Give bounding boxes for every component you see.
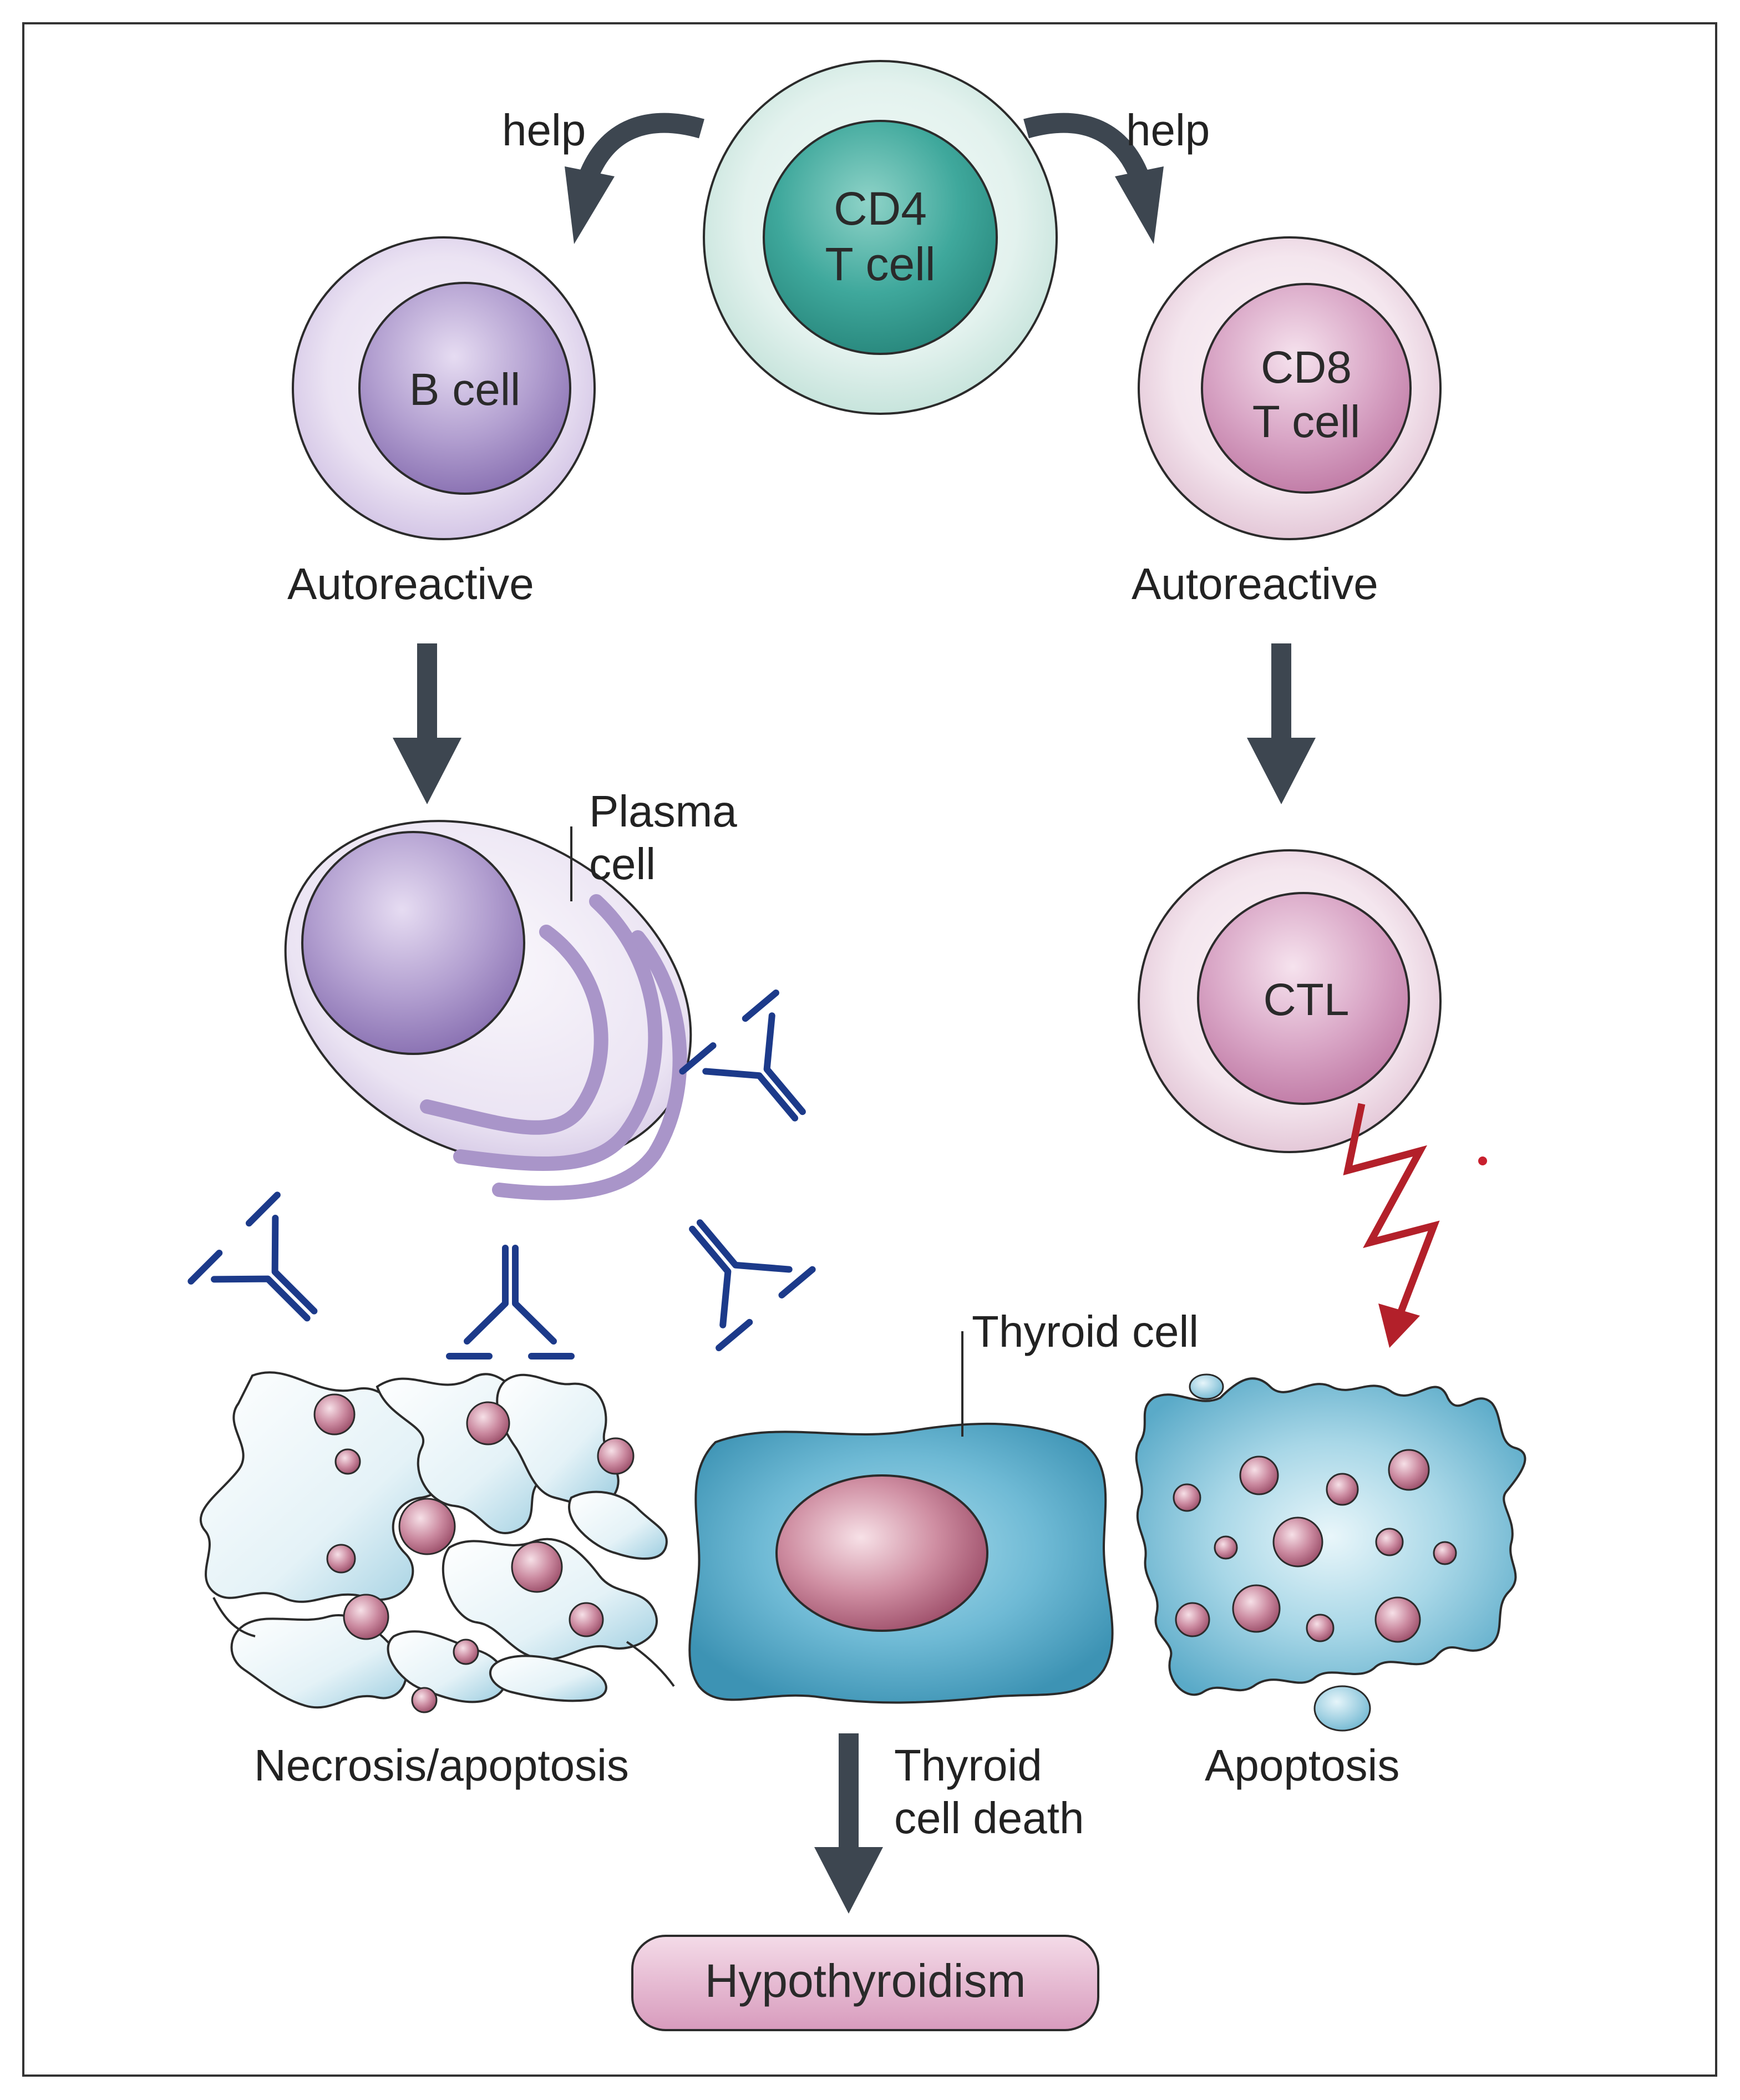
plasma-label-line1: Plasma: [589, 787, 737, 836]
autoreactive-right-label: Autoreactive: [1132, 559, 1378, 608]
antibody-1: [679, 989, 806, 1122]
b-cell-nucleus: [358, 282, 571, 495]
cd4-t-cell: CD4 T cell: [703, 60, 1058, 415]
arrow-to-hypothyroidism: [814, 1733, 883, 1914]
apoptotic-fragments: [1173, 1449, 1457, 1643]
help-arrow-left: [565, 113, 704, 244]
hypothyroidism-label: Hypothyroidism: [705, 1955, 1026, 2007]
apoptotic-cell: [1135, 1373, 1526, 1732]
antibody-3: [446, 1245, 575, 1360]
apoptotic-bleb-bottom: [1313, 1685, 1371, 1732]
antibody-2: [187, 1191, 318, 1322]
ctl-nucleus: [1197, 892, 1410, 1105]
help-label-left: help: [502, 105, 586, 155]
necrosis-label: Necrosis/apoptosis: [254, 1741, 629, 1790]
arrow-bcell-to-plasma: [393, 643, 461, 804]
cd8-label-line1: CD8: [1261, 342, 1352, 393]
plasma-cell: [284, 820, 692, 1200]
ctl-cell: CTL: [1138, 849, 1442, 1153]
thyroid-cell-nucleus: [775, 1474, 988, 1632]
antibody-4: [689, 1219, 816, 1352]
help-arrow-right: [1023, 113, 1164, 244]
death-label-line1: Thyroid: [894, 1741, 1042, 1790]
necrotic-cell-debris: [200, 1371, 675, 1713]
autoreactive-left-label: Autoreactive: [287, 559, 534, 608]
thyroid-cell: [688, 1331, 1114, 1704]
apoptosis-label: Apoptosis: [1205, 1741, 1399, 1790]
antibodies: [187, 989, 816, 1360]
necrotic-debris-dots: [313, 1393, 635, 1713]
death-label-line2: cell death: [894, 1793, 1084, 1843]
cd4-nucleus: [763, 120, 998, 355]
plasma-cell-nucleus: [301, 831, 525, 1055]
help-label-right: help: [1126, 105, 1210, 155]
ctl-label: CTL: [1264, 975, 1350, 1025]
apoptotic-bleb-top: [1189, 1373, 1224, 1400]
red-dot: [1478, 1156, 1487, 1165]
b-cell-label: B cell: [409, 364, 521, 415]
plasma-label-line2: cell: [589, 839, 656, 889]
hypothyroidism-box: [631, 1935, 1099, 2031]
cd4-label-line2: T cell: [825, 238, 935, 290]
cd8-t-cell: CD8 T cell: [1138, 236, 1442, 540]
apoptotic-cell-body: [1135, 1377, 1526, 1696]
hypothyroidism-outcome: Hypothyroidism: [631, 1935, 1099, 2031]
arrow-cd8-to-ctl: [1247, 643, 1316, 804]
cytotoxic-lightning-arrow: [1343, 1103, 1440, 1348]
b-cell: B cell: [292, 236, 596, 540]
cd8-label-line2: T cell: [1252, 397, 1360, 447]
cd4-label-line1: CD4: [834, 182, 927, 235]
cd8-nucleus: [1201, 283, 1412, 494]
thyroid-cell-label: Thyroid cell: [972, 1307, 1199, 1356]
rough-er-cisternae: [420, 894, 687, 1200]
